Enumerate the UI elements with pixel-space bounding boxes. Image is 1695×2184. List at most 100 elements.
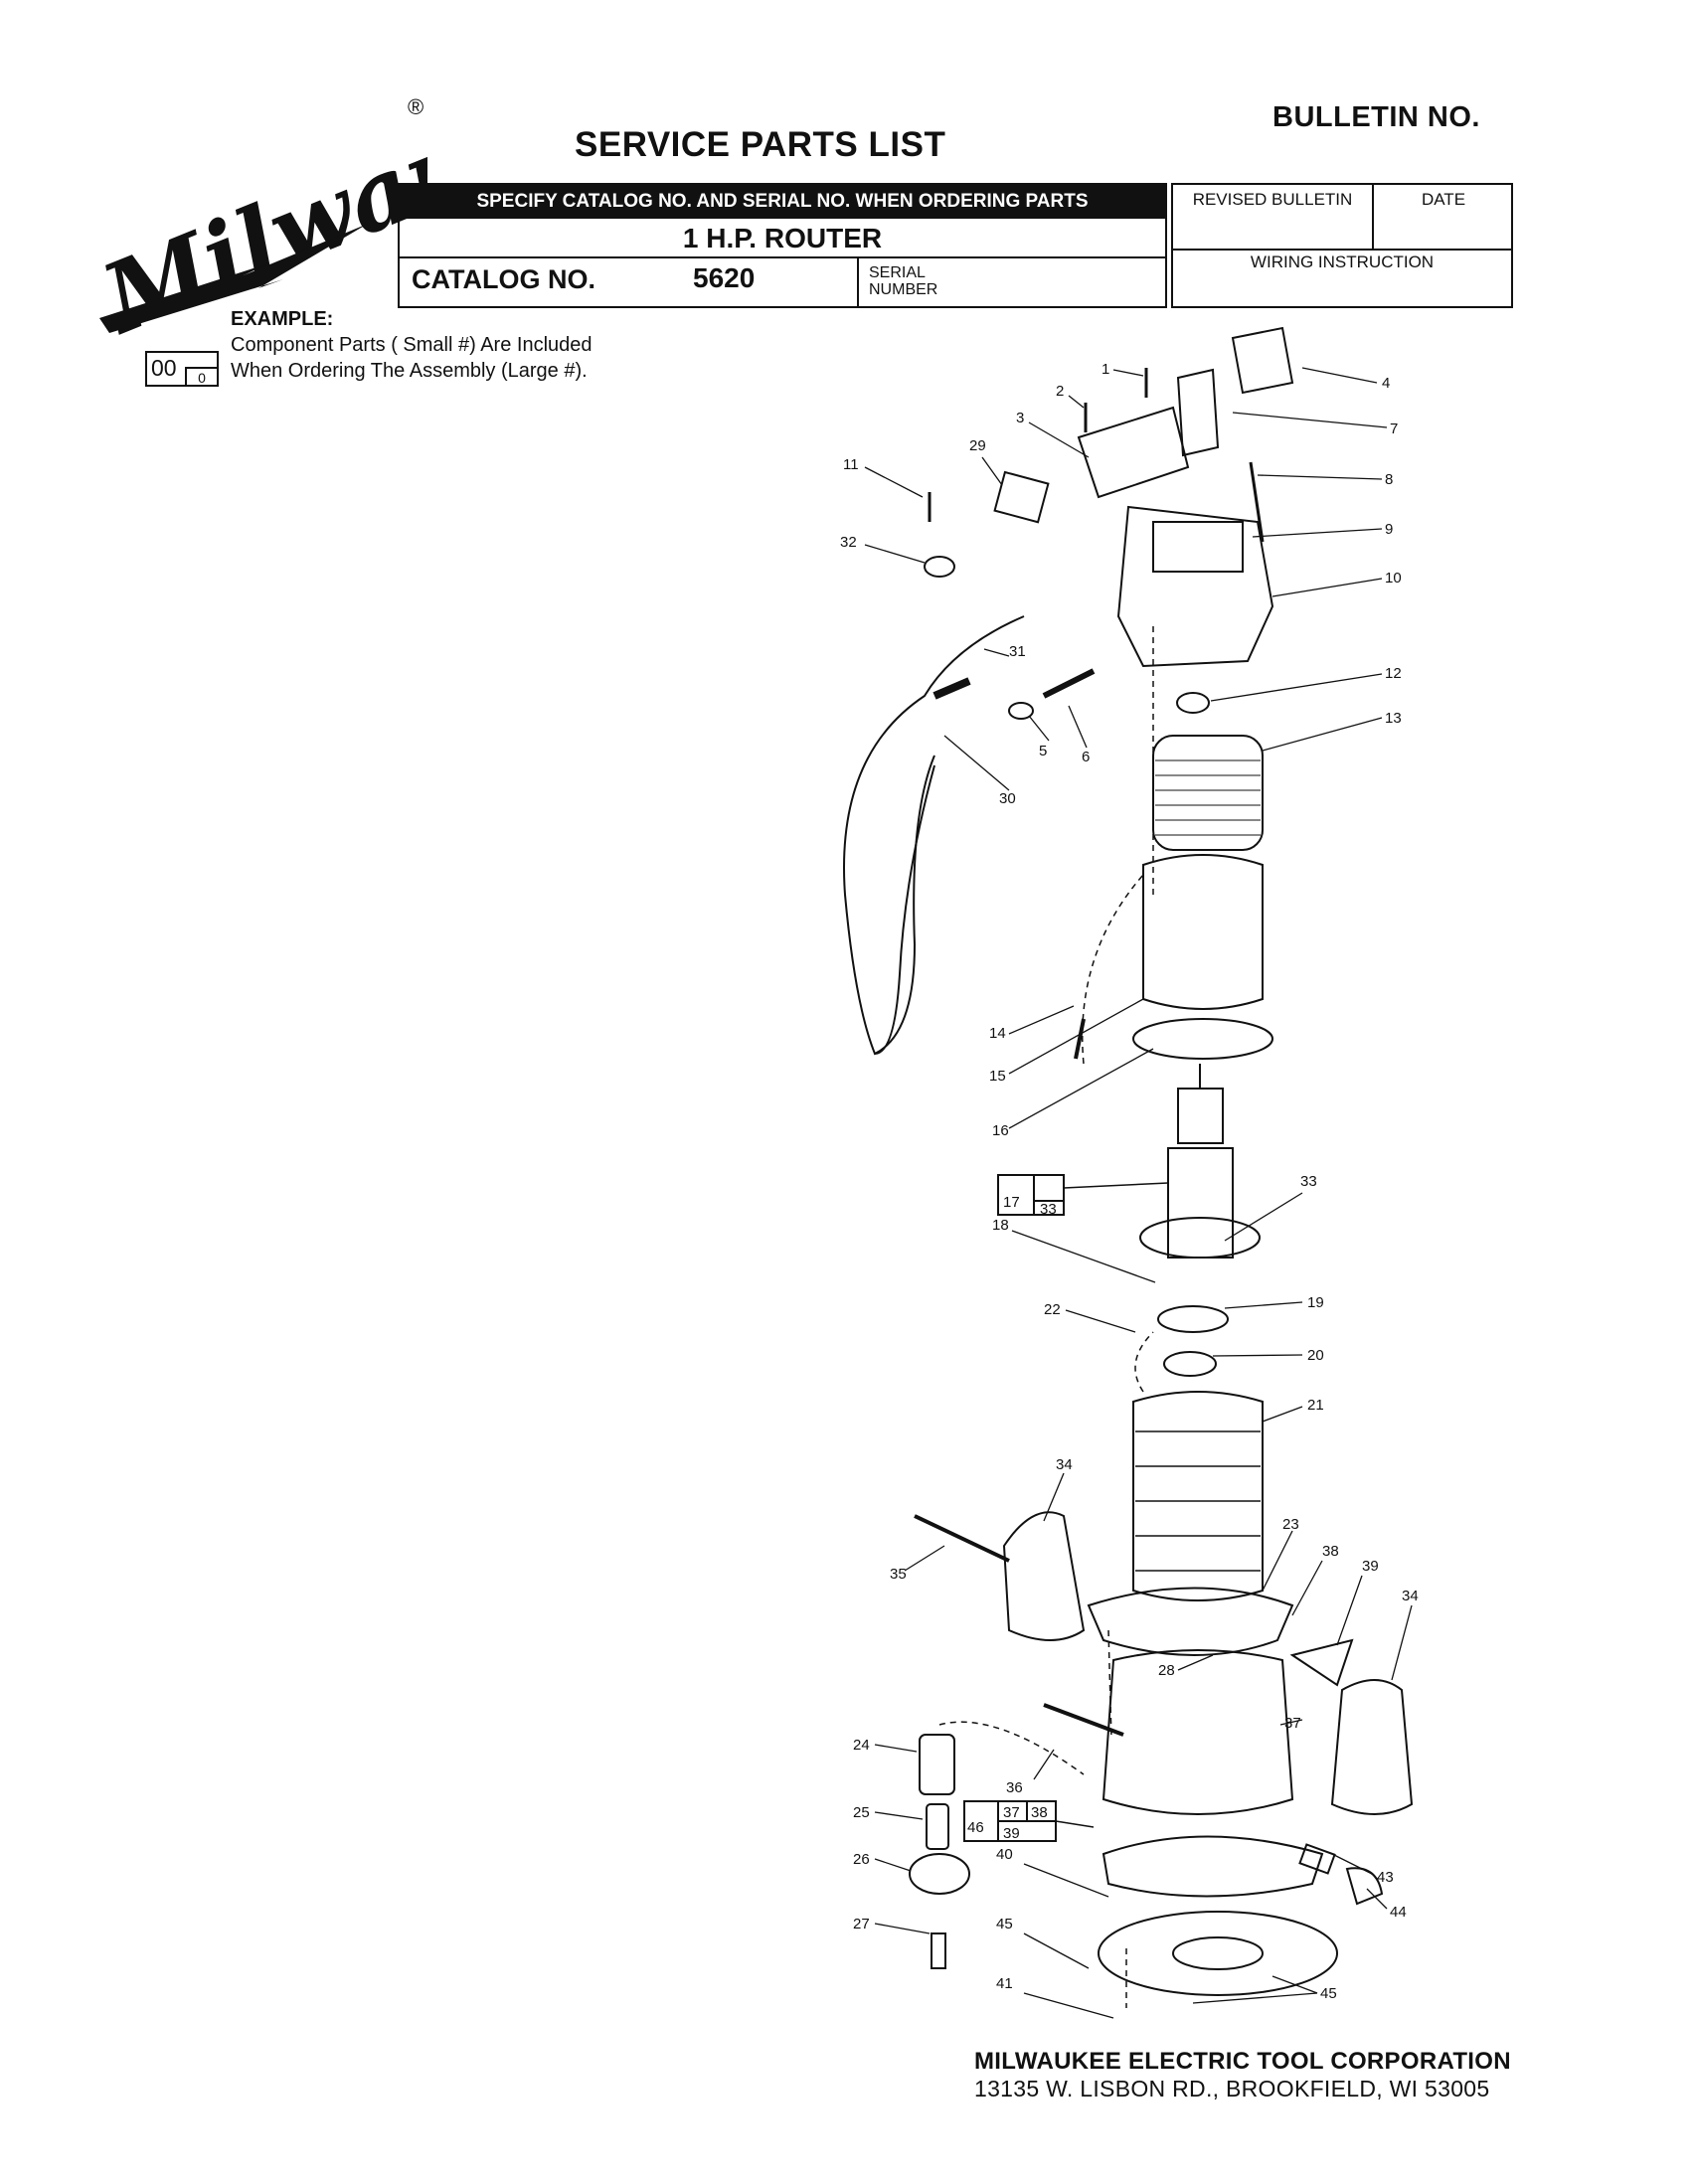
callout-38: 38 — [1322, 1543, 1339, 1560]
knob-43 — [1298, 1843, 1336, 1875]
callout-36: 36 — [1006, 1779, 1023, 1796]
armature-17 — [1167, 1147, 1234, 1259]
callout-37: 37 — [1284, 1715, 1301, 1732]
callout-7: 7 — [1390, 420, 1398, 437]
bearing-20 — [1163, 1351, 1217, 1377]
callout-14: 14 — [989, 1025, 1006, 1042]
example-label: EXAMPLE: — [231, 308, 334, 330]
assembly-46-small-38: 38 — [1031, 1804, 1048, 1821]
callout-30: 30 — [999, 790, 1016, 807]
catalog-number-label: CATALOG NO. — [412, 264, 595, 294]
callout-40: 40 — [996, 1846, 1013, 1863]
screw-27 — [931, 1932, 946, 1969]
handle-34-right — [1330, 1679, 1414, 1815]
order-info-box: SPECIFY CATALOG NO. AND SERIAL NO. WHEN … — [398, 183, 1167, 308]
callout-9: 9 — [1385, 521, 1393, 538]
terminal-32 — [924, 556, 955, 578]
callout-numbers: 1 2 3 4 5 6 7 8 9 10 11 12 13 14 15 16 1… — [840, 361, 1419, 2002]
callout-35: 35 — [890, 1566, 907, 1583]
callout-39: 39 — [1362, 1558, 1379, 1575]
revised-bulletin-cell: REVISED BULLETIN — [1173, 185, 1374, 249]
bulletin-number-label: BULLETIN NO. — [1272, 101, 1480, 133]
serial-divider — [857, 256, 859, 308]
callout-2: 2 — [1056, 383, 1064, 400]
callout-33: 33 — [1300, 1173, 1317, 1190]
callout-12: 12 — [1385, 665, 1402, 682]
specify-instruction: SPECIFY CATALOG NO. AND SERIAL NO. WHEN … — [400, 185, 1165, 219]
field-coil-13 — [1152, 735, 1264, 851]
product-name: 1 H.P. ROUTER — [400, 219, 1165, 258]
brush-cap-5 — [1008, 702, 1034, 720]
motor-housing-cap — [1116, 505, 1274, 668]
callout-3: 3 — [1016, 410, 1024, 426]
lightning-bolt-icon — [99, 224, 368, 333]
callout-45-right: 45 — [1320, 1985, 1337, 2002]
housing-21 — [1132, 1391, 1264, 1601]
revision-box: REVISED BULLETIN DATE WIRING INSTRUCTION — [1171, 183, 1513, 308]
assembly-box-17 — [997, 1174, 1169, 1216]
bearing-12 — [1176, 692, 1210, 714]
callout-41: 41 — [996, 1975, 1013, 1992]
example-small-number: 0 — [185, 367, 217, 387]
callout-31: 31 — [1009, 643, 1026, 660]
callout-29: 29 — [969, 437, 986, 454]
callout-21: 21 — [1307, 1397, 1324, 1414]
callout-6: 6 — [1082, 749, 1090, 765]
callout-16: 16 — [992, 1122, 1009, 1139]
example-text-line2: When Ordering The Assembly (Large #). — [231, 360, 588, 382]
bolt-35 — [914, 1514, 1010, 1563]
callout-22: 22 — [1044, 1301, 1061, 1318]
callout-18: 18 — [992, 1217, 1009, 1234]
callout-15: 15 — [989, 1068, 1006, 1085]
callout-19: 19 — [1307, 1294, 1324, 1311]
callout-28: 28 — [1158, 1662, 1175, 1679]
decal-39 — [1289, 1638, 1354, 1687]
switch-part — [1231, 326, 1294, 395]
assembly-46-large: 46 — [967, 1819, 984, 1836]
wiring-divider — [1173, 249, 1511, 251]
power-cord-30 — [843, 615, 1025, 1056]
callout-34-left: 34 — [1056, 1456, 1073, 1473]
baffle-16 — [1132, 1018, 1273, 1060]
screw-8 — [1249, 461, 1265, 543]
collet-nut-24 — [919, 1734, 955, 1795]
collet-25 — [926, 1803, 949, 1850]
handle-34-left — [1002, 1511, 1086, 1641]
label-29 — [993, 470, 1050, 524]
callout-4: 4 — [1382, 375, 1390, 392]
serial-label-line1: SERIAL — [869, 264, 926, 281]
corporation-address: 13135 W. LISBON RD., BROOKFIELD, WI 5300… — [974, 2076, 1490, 2101]
callout-44: 44 — [1390, 1904, 1407, 1921]
example-text-line1: Component Parts ( Small #) Are Included — [231, 334, 593, 356]
assembly-46-small-39: 39 — [1003, 1825, 1020, 1842]
switch-bracket-part — [1176, 368, 1220, 457]
nut-26 — [909, 1853, 970, 1895]
corporation-name: MILWAUKEE ELECTRIC TOOL CORPORATION — [974, 2048, 1511, 2075]
brush-grid — [1152, 521, 1244, 573]
assembly-17-large: 17 — [1003, 1194, 1020, 1211]
callout-26: 26 — [853, 1851, 870, 1868]
motor-housing-15 — [1142, 854, 1264, 1010]
assembly-46-small-37: 37 — [1003, 1804, 1020, 1821]
page-title: SERVICE PARTS LIST — [575, 125, 946, 164]
switch-housing-part — [1077, 406, 1190, 499]
callout-20: 20 — [1307, 1347, 1324, 1364]
commutator — [1177, 1088, 1224, 1144]
assembly-box-46 — [963, 1800, 1095, 1842]
washer-19 — [1157, 1305, 1229, 1333]
callout-27: 27 — [853, 1916, 870, 1932]
callout-32: 32 — [840, 534, 857, 551]
wiring-instruction-label: WIRING INSTRUCTION — [1250, 252, 1435, 271]
plug — [932, 677, 971, 700]
callout-34-right: 34 — [1402, 1588, 1419, 1604]
base-flange — [1102, 1835, 1324, 1898]
callout-13: 13 — [1385, 710, 1402, 727]
catalog-number-value: 5620 — [693, 262, 756, 293]
brush-spring-6 — [1042, 668, 1096, 699]
leader-lines — [864, 367, 1413, 2019]
diagram-artwork — [843, 326, 1414, 2008]
date-cell: DATE — [1421, 190, 1466, 209]
callout-11: 11 — [843, 456, 859, 473]
milwaukee-logo: Milwaukee ® — [85, 94, 427, 353]
